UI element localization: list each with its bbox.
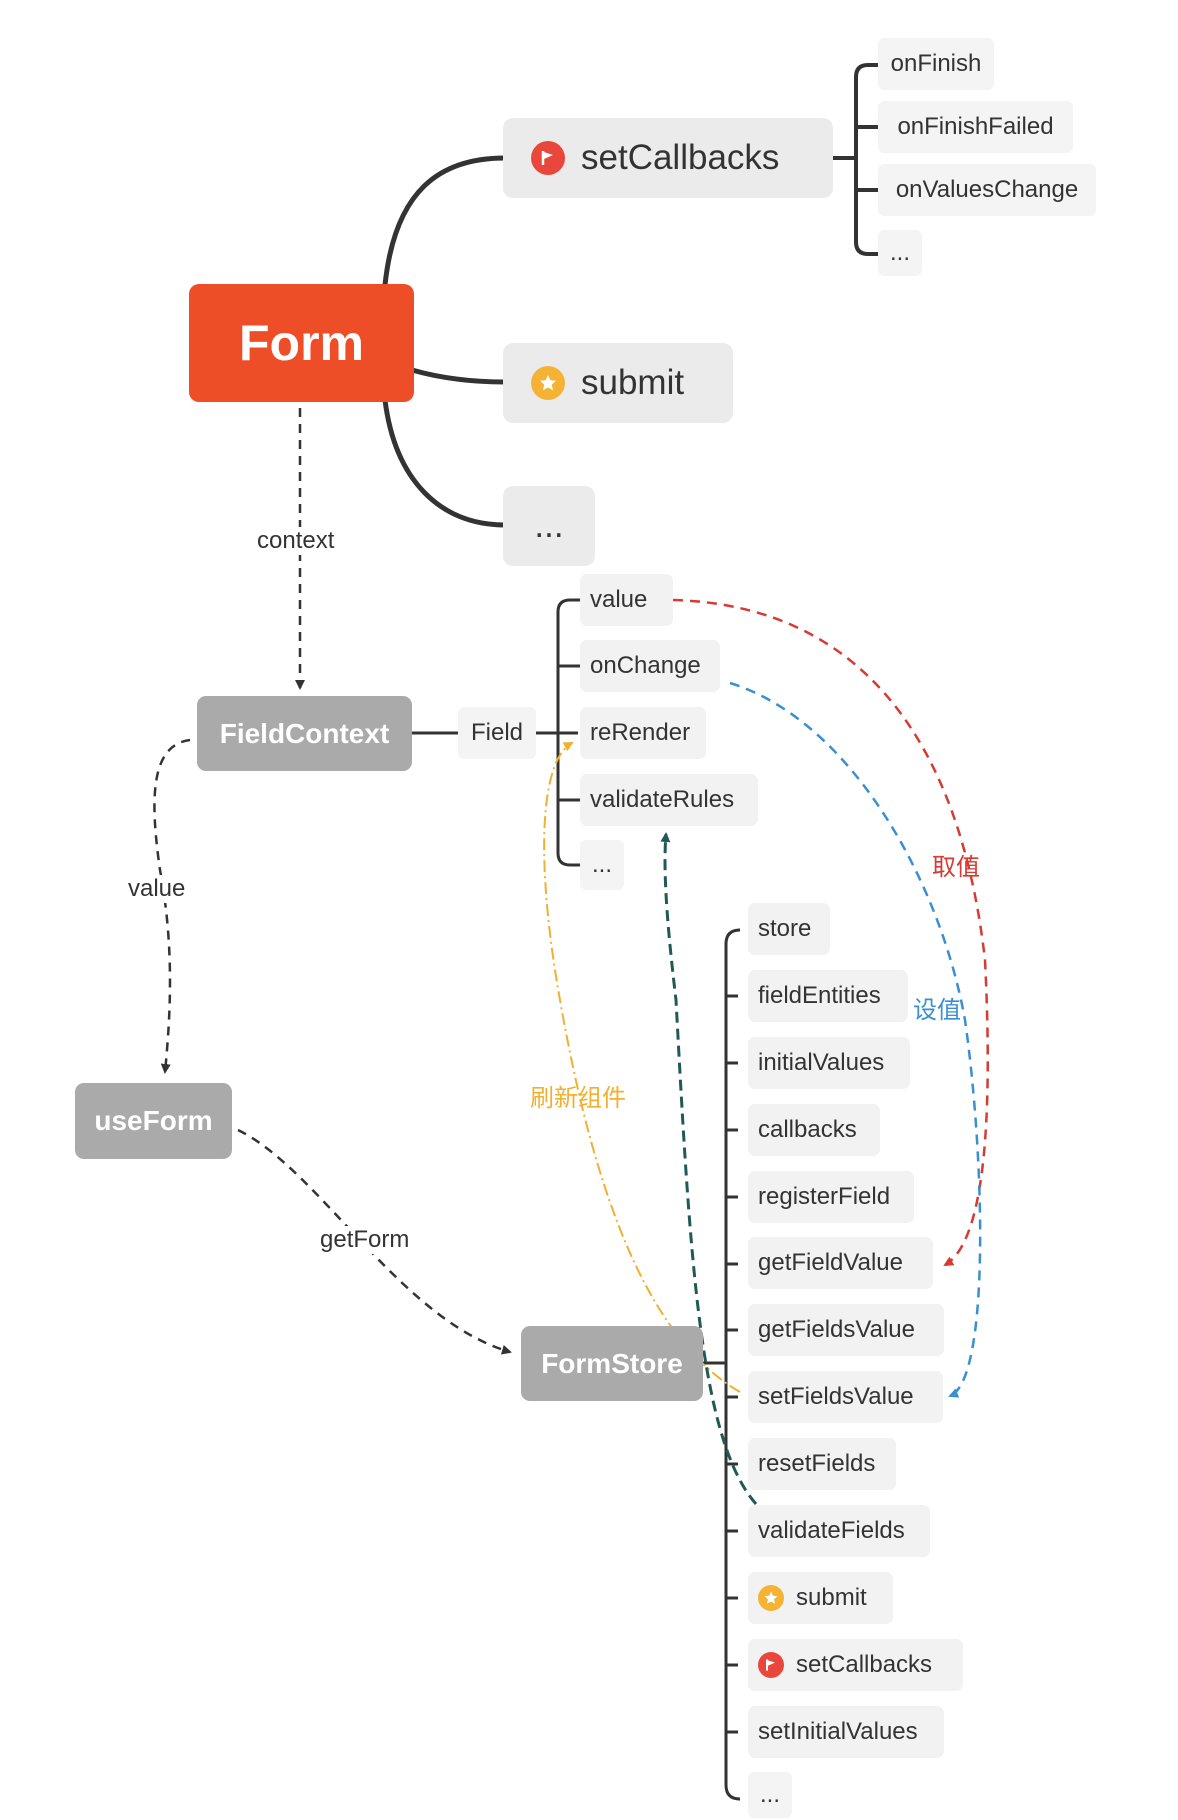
store-item-setcallbacks[interactable]: setCallbacks	[748, 1639, 963, 1691]
onfinishfailed-node[interactable]: onFinishFailed	[878, 101, 1073, 153]
field-onchange-node[interactable]: onChange	[580, 640, 720, 692]
set-value-edge	[729, 681, 982, 1398]
submit-node[interactable]: submit	[503, 343, 733, 423]
store-item-store-label: store	[758, 915, 812, 942]
submit-label: submit	[581, 363, 685, 402]
store-item-getfieldvalue-label: getFieldValue	[758, 1249, 903, 1276]
form-to-setcallbacks-edge	[382, 155, 506, 286]
callbacks-more-label: ...	[889, 239, 910, 266]
onfinishfailed-label: onFinishFailed	[897, 113, 1054, 140]
form-root-node[interactable]: Form	[189, 284, 414, 402]
more-node[interactable]: ...	[503, 486, 595, 566]
store-item-resetfields[interactable]: resetFields	[748, 1438, 896, 1490]
store-item-registerfield-label: registerField	[758, 1183, 891, 1210]
store-item-store[interactable]: store	[748, 903, 830, 955]
store-item-submit-label: submit	[796, 1584, 867, 1611]
getform-edge	[237, 1128, 512, 1355]
star-icon	[531, 366, 565, 400]
formstore-node[interactable]: FormStore	[521, 1326, 703, 1401]
setcallbacks-node[interactable]: setCallbacks	[503, 118, 833, 198]
store-item-setfieldsvalue-label: setFieldsValue	[758, 1383, 914, 1410]
onvalueschange-node[interactable]: onValuesChange	[878, 164, 1096, 216]
store-item-getfieldsvalue-label: getFieldsValue	[758, 1316, 915, 1343]
get-value-annotation: 取值	[932, 853, 980, 881]
field-onchange-label: onChange	[590, 652, 701, 679]
flag-icon	[758, 1652, 784, 1678]
set-value-annotation: 设值	[913, 996, 961, 1024]
onfinish-node[interactable]: onFinish	[878, 38, 994, 90]
store-item-fieldentities-label: fieldEntities	[758, 982, 881, 1009]
onvalueschange-label: onValuesChange	[895, 176, 1079, 203]
form-root-label: Form	[239, 315, 364, 371]
field-rerender-node[interactable]: reRender	[580, 707, 706, 759]
useform-node[interactable]: useForm	[75, 1083, 232, 1159]
field-validaterules-node[interactable]: validateRules	[580, 774, 758, 826]
field-label: Field	[470, 719, 524, 746]
store-item-submit[interactable]: submit	[748, 1572, 893, 1624]
onfinish-label: onFinish	[890, 50, 982, 77]
value-edge	[153, 738, 191, 1074]
refresh-annotation: 刷新组件	[530, 1084, 626, 1112]
store-item-initialvalues-label: initialValues	[758, 1049, 885, 1076]
setcallbacks-to-children-bracket	[833, 63, 878, 256]
fieldcontext-node[interactable]: FieldContext	[197, 696, 412, 771]
store-item-getfieldsvalue[interactable]: getFieldsValue	[748, 1304, 944, 1356]
store-item-setinitialvalues[interactable]: setInitialValues	[748, 1706, 944, 1758]
store-item-setfieldsvalue[interactable]: setFieldsValue	[748, 1371, 943, 1423]
context-edge-label: context	[255, 527, 337, 555]
field-rerender-label: reRender	[590, 719, 691, 746]
store-item-setinitialvalues-label: setInitialValues	[758, 1718, 918, 1745]
store-item-validatefields-label: validateFields	[758, 1517, 905, 1544]
store-item-more-label: ...	[759, 1781, 780, 1808]
formstore-label: FormStore	[541, 1347, 683, 1379]
store-item-initialvalues[interactable]: initialValues	[748, 1037, 910, 1089]
validate-edge	[660, 832, 758, 1505]
store-item-fieldentities[interactable]: fieldEntities	[748, 970, 908, 1022]
formstore-to-children-bracket	[703, 928, 741, 1801]
field-more-label: ...	[591, 851, 612, 878]
form-to-submit-edge	[411, 367, 506, 385]
field-to-children-bracket	[536, 598, 582, 867]
callbacks-more-node[interactable]: ...	[878, 230, 922, 276]
store-item-callbacks-label: callbacks	[758, 1116, 857, 1143]
refresh-edge	[543, 742, 741, 1393]
store-item-getfieldvalue[interactable]: getFieldValue	[748, 1237, 933, 1289]
flag-icon	[531, 141, 565, 175]
store-item-registerfield[interactable]: registerField	[748, 1171, 914, 1223]
star-icon	[758, 1585, 784, 1611]
store-item-validatefields[interactable]: validateFields	[748, 1505, 930, 1557]
get-value-edge	[672, 598, 989, 1267]
field-value-node[interactable]: value	[580, 574, 673, 626]
more-label: ...	[534, 506, 564, 545]
setcallbacks-label: setCallbacks	[581, 138, 780, 177]
fieldcontext-label: FieldContext	[219, 717, 390, 749]
field-more-node[interactable]: ...	[580, 840, 624, 890]
value-edge-label: value	[126, 875, 188, 903]
store-item-setcallbacks-label: setCallbacks	[796, 1651, 933, 1678]
store-item-resetfields-label: resetFields	[758, 1450, 876, 1477]
store-item-callbacks[interactable]: callbacks	[748, 1104, 880, 1156]
useform-label: useForm	[94, 1105, 213, 1136]
getform-edge-label: getForm	[318, 1226, 412, 1254]
field-node[interactable]: Field	[458, 707, 536, 759]
field-value-label: value	[590, 586, 648, 613]
form-to-more-edge	[382, 399, 506, 528]
field-validaterules-label: validateRules	[590, 786, 735, 813]
store-item-more[interactable]: ...	[748, 1772, 792, 1818]
